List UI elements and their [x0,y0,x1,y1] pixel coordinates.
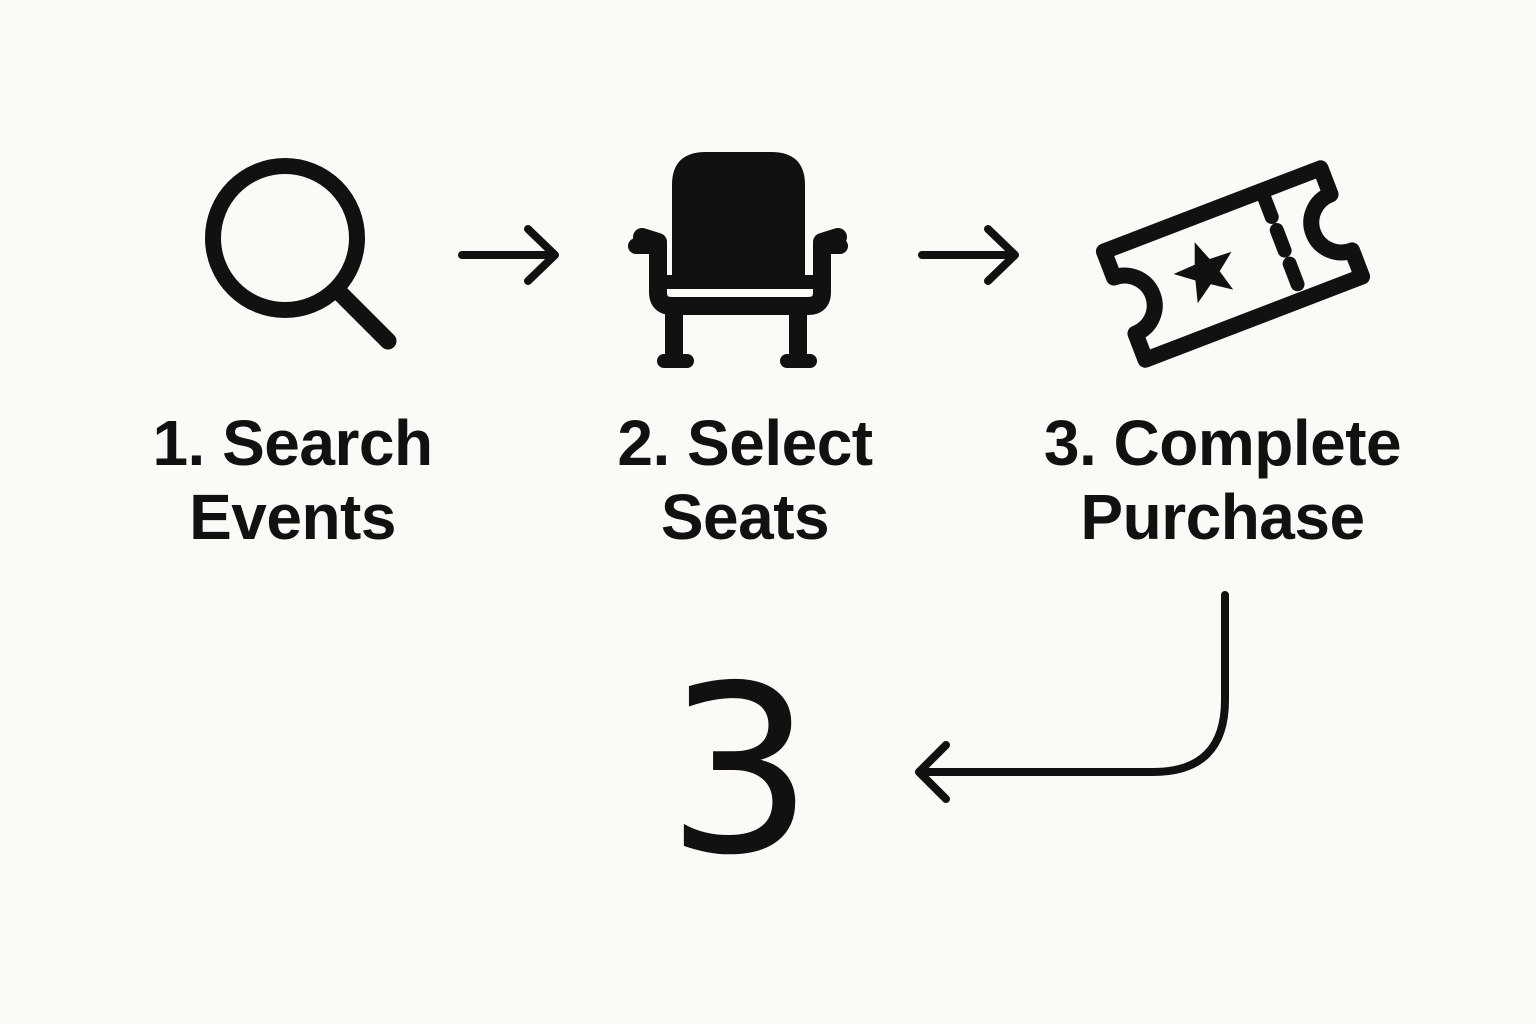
arrow-right-icon [918,225,1019,285]
step-3-label: 3. Complete Purchase [1010,406,1435,554]
magnifying-glass-icon [205,158,397,350]
ticket-star-icon [1095,160,1371,368]
arrow-right-icon [458,225,559,285]
step-1-subtitle: Events [189,481,396,553]
step-2-title: 2. Select [617,407,873,479]
step-1-title: 1. Search [152,407,433,479]
step-3-title: 3. Complete [1043,407,1402,479]
step-3-subtitle: Purchase [1080,481,1365,553]
theater-seat-icon [628,152,848,368]
step-2-label: 2. Select Seats [580,406,910,554]
step-count-number: 3 [666,636,814,906]
step-2-subtitle: Seats [660,481,830,553]
step-1-label: 1. Search Events [120,406,465,554]
return-arrow-icon [915,591,1229,803]
